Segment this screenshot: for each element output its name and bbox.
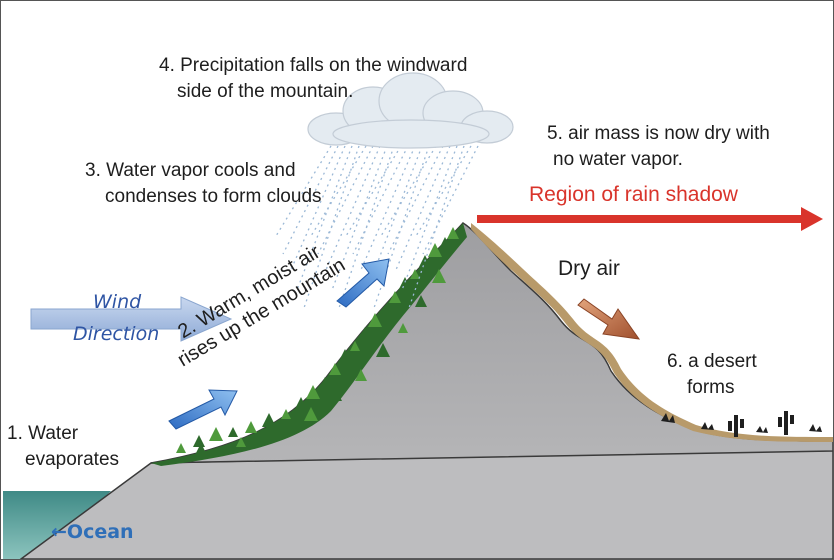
wind-label-line2: Direction [73,323,160,345]
ocean-water [3,491,111,559]
up-right-arrow-icon [168,258,390,430]
right-arrow-icon [477,207,823,231]
step6-label: 6. a desert forms [667,349,757,401]
step6-line2: forms [687,377,735,398]
step1-label: 1. Water evaporates [7,421,119,473]
step1-line2: evaporates [25,449,120,470]
rain-shadow-label: Region of rain shadow [529,183,738,206]
step3-line1: 3. Water vapor cools and [85,160,296,181]
step3-line2: condenses to form clouds [105,186,322,207]
step1-line1: 1. Water [7,423,79,444]
step5-label: 5. air mass is now dry with no water vap… [547,121,770,173]
step5-line1: 5. air mass is now dry with [547,123,770,144]
step4-line2: side of the mountain. [177,81,354,102]
down-right-arrow-icon [577,298,641,340]
cactus-icon [661,411,822,437]
step4-label: 4. Precipitation falls on the windward s… [159,53,467,105]
ocean-label: ←Ocean [51,521,134,543]
wind-label-line1: Wind [93,291,142,313]
step4-line1: 4. Precipitation falls on the windward [159,55,468,76]
step3-label: 3. Water vapor cools and condenses to fo… [85,158,322,210]
step6-line1: 6. a desert [667,351,757,372]
step5-line2: no water vapor. [553,149,683,170]
wind-arrow-icon [30,296,233,342]
dry-air-label: Dry air [558,257,620,280]
ground [19,448,833,559]
rain-icon [275,145,479,309]
cloud-icon [307,72,514,149]
